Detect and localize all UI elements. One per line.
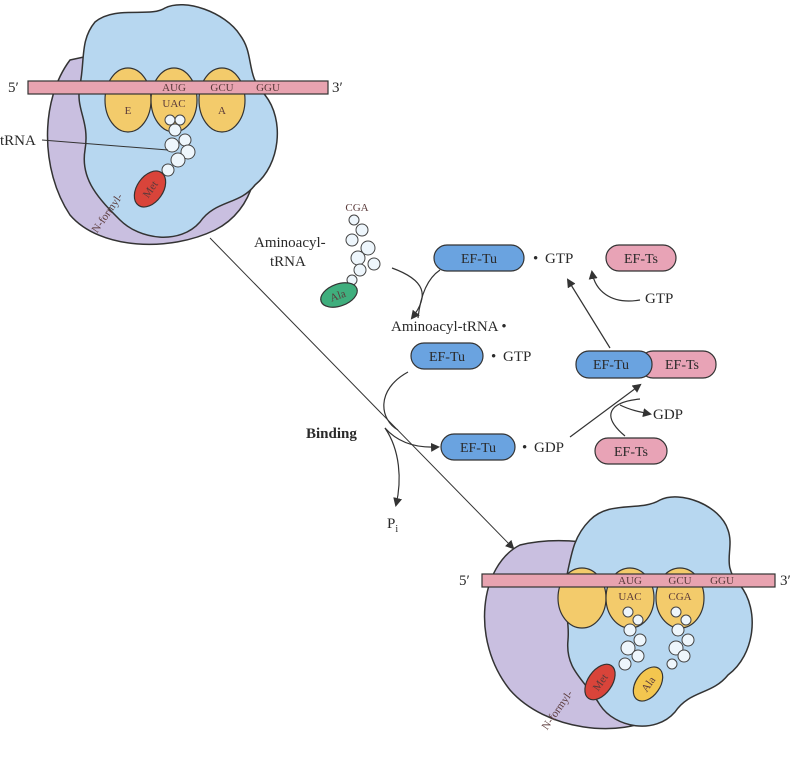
bottom-codon-ggu: GGU xyxy=(710,575,734,587)
top-codon-ggu: GGU xyxy=(256,82,280,94)
arrow-gtp-input xyxy=(588,270,641,302)
arrow-eftu-gtp-to-complex xyxy=(417,269,441,319)
bottom-mrna-strand xyxy=(481,573,776,588)
ef-ts-top-pill xyxy=(605,244,677,272)
incoming-anticodon-cga: CGA xyxy=(345,202,368,214)
ef-tu-ternary-pill xyxy=(410,342,484,370)
ef-ts-top-label: EF-Ts xyxy=(624,252,658,267)
arrow-complex-to-binding xyxy=(383,371,409,431)
ef-tu-gtp-top-label: EF-Tu xyxy=(461,252,497,267)
top-codon-gcu: GCU xyxy=(210,82,233,94)
bottom-five-prime-label: 5′ xyxy=(459,573,470,589)
bottom-codon-aug: AUG xyxy=(618,575,642,587)
arrow-gdp-release xyxy=(619,404,652,418)
bottom-ala-residue xyxy=(632,666,664,702)
ef-tu-gtp-top-pill xyxy=(433,244,525,272)
incoming-ala-label: Ala xyxy=(328,288,347,305)
ef-ts-bottom-pill xyxy=(594,437,668,465)
top-codon-aug: AUG xyxy=(162,82,186,94)
binding-label: Binding xyxy=(306,426,357,442)
incoming-label-line2: tRNA xyxy=(270,254,306,270)
ternary-complex-label: Aminoacyl-tRNA • xyxy=(391,319,507,335)
pi-label: Pi xyxy=(387,516,398,535)
bottom-met-residue xyxy=(584,663,616,701)
arrow-eftu-gdp-to-complex xyxy=(569,383,642,438)
top-five-prime-label: 5′ xyxy=(8,80,19,96)
top-met-residue xyxy=(133,170,167,208)
ef-ts-bottom-label: EF-Ts xyxy=(614,445,648,460)
top-site-e-label: E xyxy=(125,105,132,117)
top-mrna-strand xyxy=(27,80,329,95)
arrow-binding-to-pi xyxy=(384,427,403,507)
top-anticodon-uac: UAC xyxy=(162,98,185,110)
ef-tu-gtp-top-dot: • xyxy=(533,251,538,267)
ef-tu-gdp-label: EF-Tu xyxy=(460,441,496,456)
arrow-incoming-to-complex xyxy=(391,267,423,320)
incoming-trna-shape xyxy=(345,214,381,286)
bottom-anticodon-cga: CGA xyxy=(668,591,691,603)
incoming-aminoacyl-trna: CGA Aminoacyl- tRNA Ala xyxy=(254,202,381,308)
ef-tu-complex-label: EF-Tu xyxy=(593,358,629,373)
bottom-trna-p-shape xyxy=(618,606,647,671)
top-site-a-label: A xyxy=(218,105,226,117)
bottom-three-prime-label: 3′ xyxy=(780,573,791,589)
top-e-site xyxy=(104,67,152,133)
bottom-trna-a-shape xyxy=(666,606,695,670)
ef-tu-gdp-pill xyxy=(440,433,516,461)
ef-tu-ternary-gtp: GTP xyxy=(503,349,531,365)
ef-tu-complex-pill xyxy=(575,350,653,379)
incoming-ala-residue xyxy=(320,282,358,308)
top-a-site xyxy=(198,67,246,133)
arrow-complex-to-efts xyxy=(566,278,611,349)
arrow-efts-input xyxy=(610,398,641,437)
arrow-top-to-bottom-ribosome xyxy=(209,237,515,550)
bottom-codon-gcu: GCU xyxy=(668,575,691,587)
arrow-binding-to-eftu-gdp xyxy=(384,427,440,452)
top-trna-label: tRNA xyxy=(0,133,36,149)
top-ribosome: 5′ 3′ AUG GCU GGU UAC E A tRNA Met N-for… xyxy=(0,4,343,245)
ef-tu-gtp-top-gtp: GTP xyxy=(545,251,573,267)
ef-tu-gdp-gdp: GDP xyxy=(534,440,564,456)
gtp-input-label: GTP xyxy=(645,291,673,307)
bottom-ribosome: 5′ 3′ AUG GCU GGU UAC CGA Met Ala N-form… xyxy=(459,496,791,732)
top-trna-pointer-line xyxy=(41,139,169,151)
incoming-label-line1: Aminoacyl- xyxy=(254,235,326,251)
ef-ts-complex-label: EF-Ts xyxy=(665,358,699,373)
gdp-output-label: GDP xyxy=(653,407,683,423)
ef-tu-ternary-dot: • xyxy=(491,349,496,365)
ef-tu-ternary-label: EF-Tu xyxy=(429,350,465,365)
ef-tu-gdp-dot: • xyxy=(522,440,527,456)
ef-cycle: EF-Tu • GTP EF-Ts GTP Aminoacyl-tRNA • E… xyxy=(209,237,717,550)
bottom-anticodon-uac: UAC xyxy=(618,591,641,603)
top-three-prime-label: 3′ xyxy=(332,80,343,96)
